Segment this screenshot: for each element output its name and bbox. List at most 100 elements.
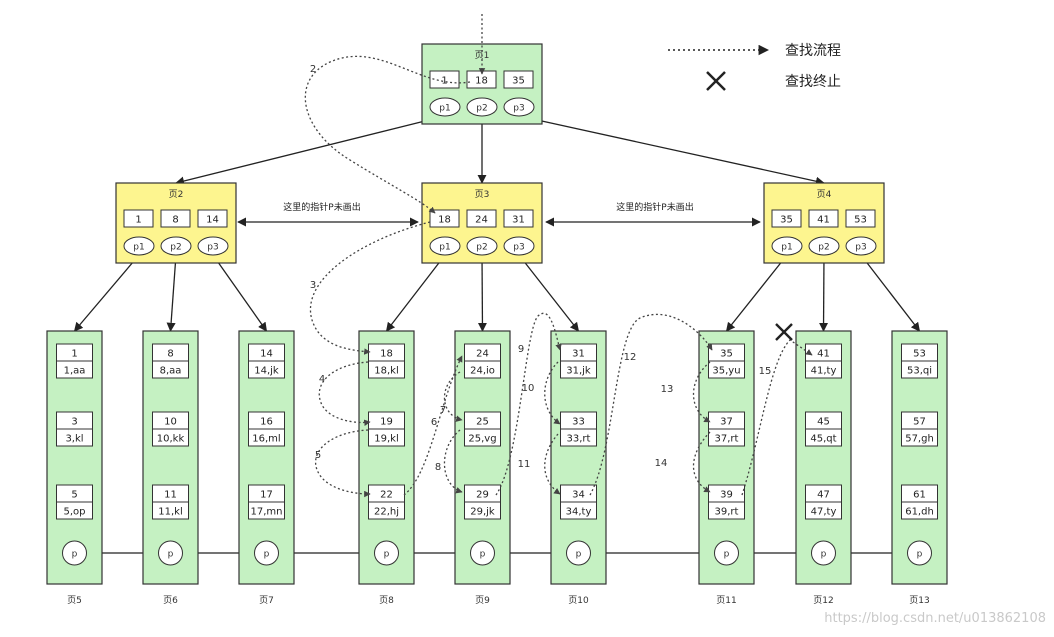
leaf-pointer-label: p xyxy=(821,550,827,560)
record-data: 5,op xyxy=(63,507,85,518)
leaf-page-label: 页7 xyxy=(259,595,274,606)
step-label: 4 xyxy=(319,374,325,385)
search-flow-segment xyxy=(692,361,711,423)
sibling-notes: 这里的指针P未画出 这里的指针P未画出 xyxy=(237,201,761,227)
key-box xyxy=(808,209,839,228)
step-label: 8 xyxy=(435,462,441,473)
key-box xyxy=(160,209,191,228)
search-flow-segment xyxy=(315,429,371,498)
record-data: 37,rt xyxy=(715,434,739,445)
page-label: 页2 xyxy=(169,189,184,200)
record-key: 16 xyxy=(260,417,273,428)
leaf-pointer-label: p xyxy=(168,550,174,560)
key-value: 35 xyxy=(512,76,525,87)
pointer-ellipse xyxy=(429,97,461,117)
step-label: 5 xyxy=(315,450,321,461)
step-label: 9 xyxy=(518,344,524,355)
tree-edge xyxy=(860,254,921,332)
record-data: 11,kl xyxy=(158,507,182,518)
key-value: 35 xyxy=(780,215,793,226)
key-box xyxy=(845,209,876,228)
record-data: 8,aa xyxy=(160,366,182,377)
record-data: 22,hj xyxy=(374,507,399,518)
leaf-pointer-label: p xyxy=(480,550,486,560)
pointer-ellipse xyxy=(466,236,498,256)
record-key: 37 xyxy=(720,417,733,428)
record-key: 19 xyxy=(380,417,393,428)
record-key: 10 xyxy=(164,417,177,428)
record-data: 18,kl xyxy=(374,366,398,377)
record-key: 39 xyxy=(720,490,733,501)
record-key: 53 xyxy=(913,349,926,360)
step-label: 7 xyxy=(440,405,446,416)
pointer-ellipse xyxy=(503,236,535,256)
key-box xyxy=(503,70,534,89)
record-data: 31,jk xyxy=(566,366,591,377)
record-data: 3,kl xyxy=(65,434,83,445)
record-key: 45 xyxy=(817,417,830,428)
record-data: 41,ty xyxy=(811,366,837,377)
record-key: 8 xyxy=(167,349,173,360)
pointer-label: p3 xyxy=(513,243,524,253)
pointer-label: p1 xyxy=(439,243,450,253)
search-flow-segment xyxy=(589,313,713,496)
step-label: 3 xyxy=(310,280,316,291)
pointer-label: p1 xyxy=(439,104,450,114)
record-data: 57,gh xyxy=(905,434,934,445)
cross-stroke xyxy=(775,323,793,341)
leaf-pointer xyxy=(158,540,183,566)
leaf-pointer xyxy=(811,540,836,566)
record-key: 31 xyxy=(572,349,585,360)
watermark: https://blog.csdn.net/u013862108 xyxy=(824,611,1046,626)
pointer-label: p2 xyxy=(476,104,487,114)
record-key: 47 xyxy=(817,490,830,501)
record-data: 39,rt xyxy=(715,507,739,518)
note-right: 这里的指针P未画出 xyxy=(616,201,693,213)
search-flow-segment xyxy=(403,355,463,496)
leaf-pointer-label: p xyxy=(384,550,390,560)
leaf-pointer xyxy=(566,540,591,566)
record-key: 14 xyxy=(260,349,273,360)
pointer-ellipse xyxy=(123,236,155,256)
record-key: 57 xyxy=(913,417,926,428)
record-data: 25,vg xyxy=(468,434,496,445)
record-data: 17,mn xyxy=(251,507,283,518)
key-box xyxy=(429,209,460,228)
leaf-pointer xyxy=(470,540,495,566)
record-key: 11 xyxy=(164,490,177,501)
record-key: 3 xyxy=(71,417,77,428)
pointer-label: p3 xyxy=(513,104,524,114)
record-key: 24 xyxy=(476,349,489,360)
tree-edge xyxy=(212,254,268,332)
pointer-ellipse xyxy=(197,236,229,256)
leaf-page-label: 页11 xyxy=(716,595,736,606)
record-data: 1,aa xyxy=(64,366,86,377)
pointer-ellipse xyxy=(429,236,461,256)
tree-edge xyxy=(725,254,788,332)
record-data: 14,jk xyxy=(254,366,279,377)
step-label: 12 xyxy=(624,352,637,363)
search-flow-segment xyxy=(741,339,813,496)
step-label: 10 xyxy=(522,383,535,394)
search-flow-segment xyxy=(309,221,431,355)
tree-edge xyxy=(518,254,580,332)
key-value: 18 xyxy=(438,215,451,226)
pointer-ellipse xyxy=(503,97,535,117)
search-flow-segment xyxy=(495,312,562,496)
leaf-pointer-label: p xyxy=(724,550,730,560)
record-key: 61 xyxy=(913,490,926,501)
tree-edge xyxy=(73,254,140,332)
leaf-page-label: 页12 xyxy=(813,595,833,606)
leaf-page-label: 页9 xyxy=(475,595,490,606)
record-key: 41 xyxy=(817,349,830,360)
record-key: 18 xyxy=(380,349,393,360)
record-data: 47,ty xyxy=(811,507,837,518)
pointer-label: p3 xyxy=(207,243,218,253)
